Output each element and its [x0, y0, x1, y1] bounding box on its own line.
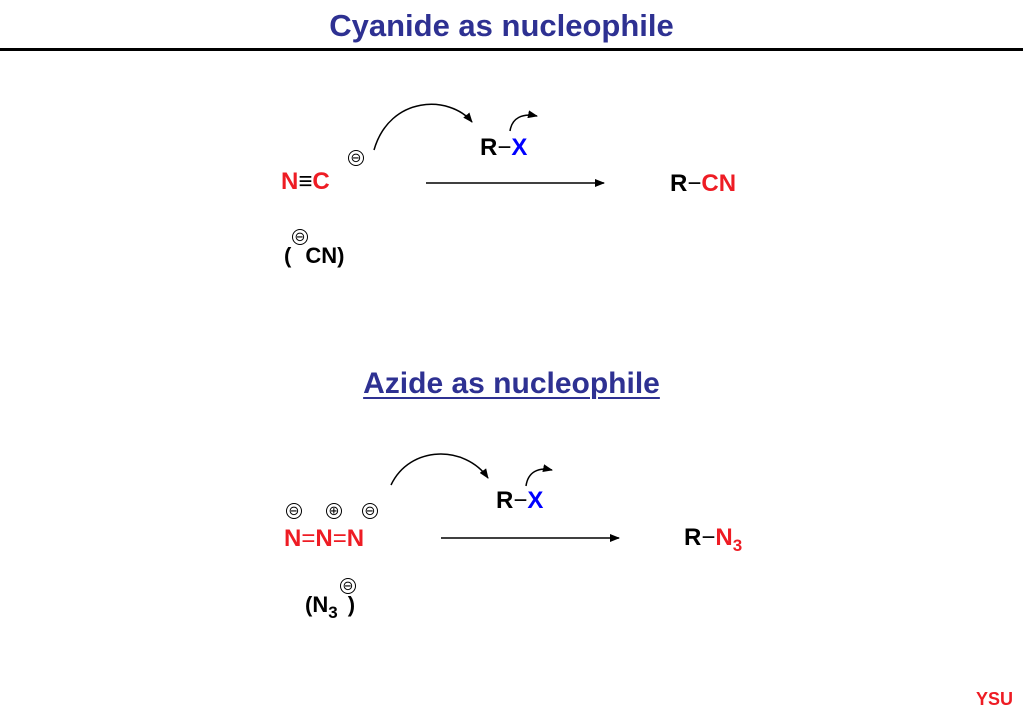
- double-bond-1: =: [301, 525, 316, 552]
- page-title: Cyanide as nucleophile: [329, 8, 674, 43]
- azide-substrate: R−X: [496, 489, 543, 513]
- substrate-r: R: [496, 487, 514, 514]
- alt-subscript-3: 3: [328, 603, 338, 622]
- cyanide-carbon: C: [312, 168, 330, 195]
- product-bond: −: [687, 170, 702, 197]
- leaving-group-x: X: [511, 134, 528, 161]
- azide-n2: N: [315, 525, 333, 552]
- cyanide-attack-curved-arrow: [373, 103, 473, 151]
- alt-formula-cn: CN: [305, 243, 338, 268]
- footer-logo-text: YSU: [975, 689, 1013, 709]
- azide-product: R−N3: [684, 524, 742, 555]
- cyanide-reagent: N≡C: [281, 170, 330, 194]
- azide-charge-2: ⊕: [326, 503, 342, 519]
- substrate-r: R: [480, 134, 498, 161]
- product-subscript-3: 3: [732, 536, 743, 555]
- product-n: N: [715, 524, 733, 551]
- azide-charge-1: ⊖: [286, 503, 302, 519]
- cyanide-alt-formula: ( CN): [284, 245, 344, 267]
- azide-n3: N: [346, 525, 365, 552]
- alt-close-paren: ): [347, 592, 356, 617]
- cyanide-nitrogen: N: [281, 168, 299, 195]
- cyanide-product: R−CN: [670, 172, 736, 196]
- product-r: R: [684, 524, 702, 551]
- product-r: R: [670, 170, 688, 197]
- cyanide-alt-negative-charge: ⊖: [292, 229, 308, 245]
- section-title-azide: Azide as nucleophile: [363, 367, 660, 400]
- product-bond: −: [701, 524, 716, 551]
- azide-alt-formula: (N3): [305, 592, 356, 622]
- double-bond-2: =: [332, 525, 347, 552]
- leaving-group-x: X: [527, 487, 544, 514]
- cyanide-negative-charge: ⊖: [348, 150, 364, 166]
- azide-charge-3: ⊖: [362, 503, 378, 519]
- azide-alt-negative-charge: ⊖: [340, 578, 356, 594]
- alt-open-n: (N: [305, 592, 329, 617]
- alt-open-paren: (: [284, 243, 292, 268]
- single-bond: −: [497, 134, 512, 161]
- azide-leaving-curved-arrow: [525, 464, 553, 487]
- cyanide-leaving-curved-arrow: [509, 110, 538, 132]
- azide-reagent: N=N=N: [284, 527, 364, 551]
- title-divider: [0, 48, 1023, 51]
- alt-close-paren: ): [337, 243, 345, 268]
- triple-bond: ≡: [298, 168, 313, 195]
- azide-attack-curved-arrow: [390, 453, 489, 486]
- single-bond: −: [513, 487, 528, 514]
- product-cn: CN: [701, 170, 737, 197]
- cyanide-substrate: R−X: [480, 136, 527, 160]
- azide-n1: N: [284, 525, 302, 552]
